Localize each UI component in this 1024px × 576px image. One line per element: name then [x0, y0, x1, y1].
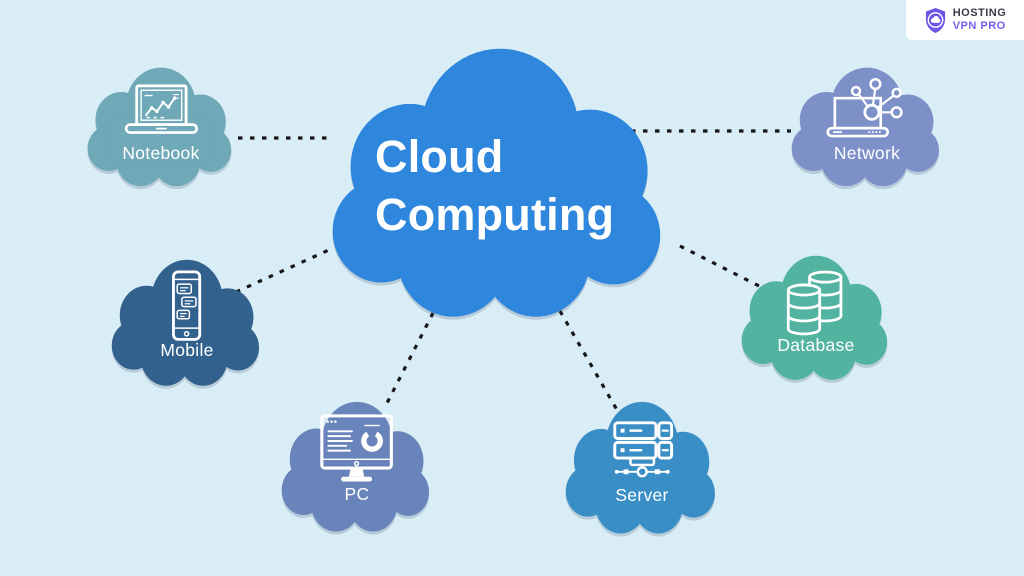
connector-server: [558, 310, 623, 418]
logo-line2: VPN PRO: [952, 20, 1006, 32]
laptop-network-icon: [826, 78, 904, 138]
node-label: Database: [777, 334, 855, 355]
connector-database: [679, 244, 766, 291]
connector-mobile: [235, 247, 332, 294]
node-label: Server: [615, 485, 669, 506]
node-label: Mobile: [160, 339, 214, 360]
node-notebook: Notebook: [82, 66, 240, 192]
node-server: Server: [560, 400, 724, 540]
server-rack-icon: [613, 420, 673, 478]
node-label: Notebook: [122, 142, 200, 163]
node-network: Network: [786, 66, 948, 192]
desktop-monitor-icon: [320, 414, 394, 482]
hosting-vpn-pro-logo: HOSTING VPN PRO: [906, 0, 1024, 40]
node-label: Network: [833, 142, 901, 163]
database-cylinders-icon: [786, 270, 843, 336]
cloud-glyph: [930, 15, 941, 23]
laptop-chart-icon: [124, 84, 198, 135]
node-label: PC: [344, 484, 370, 505]
node-mobile: Mobile: [106, 258, 268, 392]
node-database: Database: [736, 254, 896, 386]
smartphone-chat-icon: [172, 270, 202, 341]
node-pc: PC: [276, 400, 438, 538]
cloud-computing-node: Cloud Computing: [320, 45, 680, 330]
logo-line1: HOSTING: [952, 7, 1007, 20]
diagram-title: Cloud Computing: [375, 131, 615, 240]
shield-icon: [925, 7, 945, 33]
